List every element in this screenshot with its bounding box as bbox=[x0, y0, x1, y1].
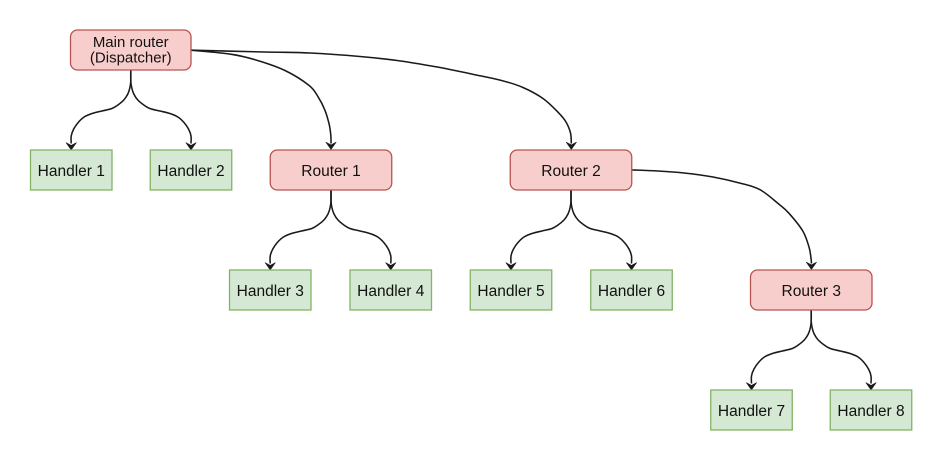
svg-text:Handler 3: Handler 3 bbox=[237, 283, 304, 300]
svg-text:Router 1: Router 1 bbox=[301, 163, 360, 180]
svg-text:Router 3: Router 3 bbox=[782, 283, 841, 300]
svg-text:Handler 6: Handler 6 bbox=[598, 283, 665, 300]
svg-text:Handler 2: Handler 2 bbox=[157, 163, 224, 180]
svg-text:Handler 8: Handler 8 bbox=[837, 403, 904, 420]
svg-text:Handler 4: Handler 4 bbox=[357, 283, 425, 300]
svg-text:Handler 1: Handler 1 bbox=[38, 163, 105, 180]
svg-text:(Dispatcher): (Dispatcher) bbox=[90, 50, 172, 67]
svg-text:Handler 5: Handler 5 bbox=[477, 283, 544, 300]
svg-text:Main router: Main router bbox=[93, 34, 169, 51]
svg-text:Router 2: Router 2 bbox=[541, 163, 600, 180]
svg-text:Handler 7: Handler 7 bbox=[718, 403, 785, 420]
